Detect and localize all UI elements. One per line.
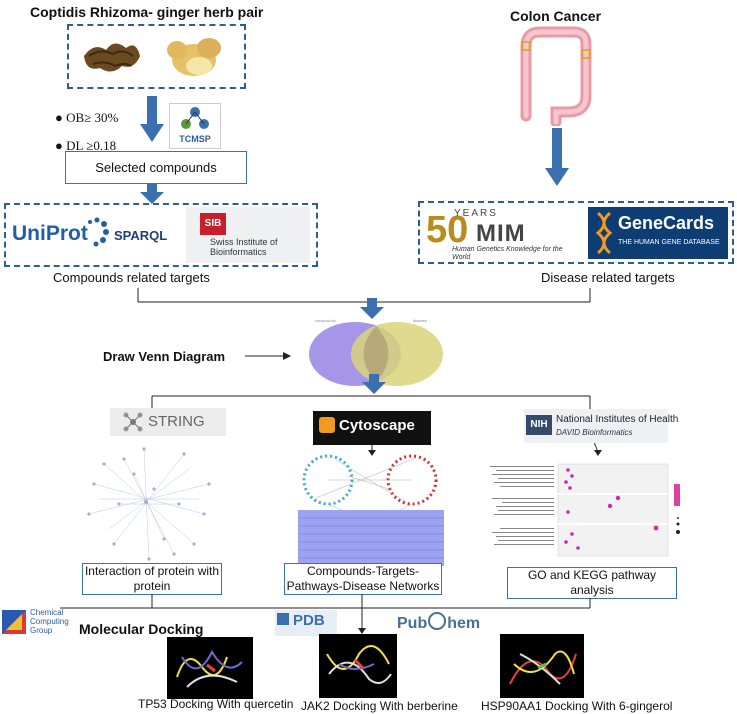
nih-logo: NIH National Institutes of Health DAVID …	[524, 409, 678, 443]
docking-caption-tp53: TP53 Docking With quercetin	[138, 697, 294, 711]
pubchem-c-icon	[428, 612, 447, 630]
docking-image-tp53	[167, 637, 253, 699]
omim-logo: 50 YEARS MIM Human Genetics Knowledge fo…	[424, 206, 580, 261]
tcmsp-logo: TCMSP	[169, 103, 221, 149]
disease-targets-label: Disease related targets	[541, 270, 675, 285]
go-dotplot-image	[490, 463, 680, 557]
compound-db-frame	[4, 203, 318, 267]
pdb-logo: PDB	[275, 610, 337, 636]
selected-compounds-box: Selected compounds	[65, 151, 247, 184]
docking-image-jak2	[319, 634, 397, 698]
dna-icon	[595, 211, 613, 255]
disease-title: Colon Cancer	[510, 8, 602, 24]
sparql-logo: SPARQL	[114, 228, 168, 243]
venn-diagram: compounds disease	[309, 318, 443, 386]
cytoscape-network-image	[298, 454, 444, 566]
nih-subtitle: DAVID Bioinformatics	[556, 428, 633, 437]
arrow-herb-down	[140, 96, 164, 142]
disease-db-frame	[418, 201, 734, 264]
compound-targets-label: Compounds related targets	[53, 270, 210, 285]
ppi-result-box: Interaction of protein with protein	[82, 563, 222, 595]
herb-images	[84, 38, 221, 76]
pubchem-logo: Pub hem	[397, 612, 480, 633]
genecards-subtitle: THE HUMAN GENE DATABASE	[618, 239, 720, 246]
venn-label: Draw Venn Diagram	[103, 349, 226, 364]
omim-subtitle: Human Genetics Knowledge for the World	[452, 246, 563, 261]
uniprot-logo: UniProt	[12, 222, 88, 245]
ginger-image	[167, 38, 221, 76]
sib-badge: SIB	[200, 213, 226, 235]
genecards-wordmark: GeneCards	[618, 213, 715, 233]
coptis-rhizome-image	[84, 43, 140, 72]
nih-badge: NIH	[526, 415, 552, 435]
cytoscape-badge	[319, 417, 335, 433]
string-logo: STRING	[110, 408, 226, 436]
nih-title: National Institutes of Health	[556, 414, 679, 425]
arrow-venn-down	[362, 374, 386, 394]
omim-fifty: 50	[426, 209, 469, 251]
herb-image-frame	[67, 24, 246, 89]
docking-image-hsp90aa1	[500, 634, 584, 698]
sib-subtitle: Swiss Institute of Bioinformatics	[210, 237, 278, 257]
criteria-dl: ● DL ≥0.18	[55, 138, 117, 153]
sib-logo: SIB Swiss Institute of Bioinformatics	[186, 207, 310, 263]
cytoscape-wordmark: Cytoscape	[339, 417, 415, 434]
criteria-ob: ● OB≥ 30%	[55, 110, 119, 125]
ccg-icon	[2, 610, 26, 634]
string-wordmark: STRING	[148, 413, 205, 430]
arrow-selected-down	[140, 184, 164, 204]
cytoscape-logo: Cytoscape	[313, 411, 431, 445]
venn-label-arrow	[245, 352, 291, 360]
string-network-icon	[123, 412, 143, 432]
docking-caption-hsp90aa1: HSP90AA1 Docking With 6-gingerol	[481, 699, 673, 713]
svg-text:compounds: compounds	[315, 318, 336, 323]
criteria-list: ● OB≥ 30% ● DL ≥0.18	[55, 110, 118, 154]
ccg-logo: Chemical Computing Group	[2, 606, 72, 636]
herb-title: Coptidis Rhizoma- ginger herb pair	[30, 4, 264, 20]
omim-wordmark: MIM	[476, 220, 526, 247]
svg-text:disease: disease	[413, 318, 428, 323]
docking-title: Molecular Docking	[79, 621, 204, 637]
network-result-box: Compounds-Targets-Pathways-Disease Netwo…	[284, 563, 442, 595]
ccg-wordmark: Chemical Computing Group	[30, 608, 69, 635]
colon-image	[520, 26, 592, 126]
pubchem-suffix: hem	[447, 615, 481, 632]
pubchem-prefix: Pub	[397, 615, 428, 632]
docking-caption-jak2: JAK2 Docking With berberine	[301, 699, 458, 713]
ppi-network-image	[87, 447, 211, 561]
arrow-disease-down	[545, 128, 569, 186]
pdb-wordmark: PDB	[293, 612, 325, 629]
omim-years: YEARS	[454, 208, 498, 219]
docking-connector	[60, 594, 591, 634]
pdb-badge	[277, 613, 289, 625]
tcmsp-label: TCMSP	[179, 134, 211, 144]
merge-connector	[137, 288, 591, 319]
go-result-box: GO and KEGG pathway analysis	[507, 567, 677, 599]
uniprot-dots-icon	[88, 217, 109, 247]
tcmsp-molecule-icon	[181, 107, 209, 129]
genecards-logo: GeneCards THE HUMAN GENE DATABASE	[588, 207, 728, 259]
